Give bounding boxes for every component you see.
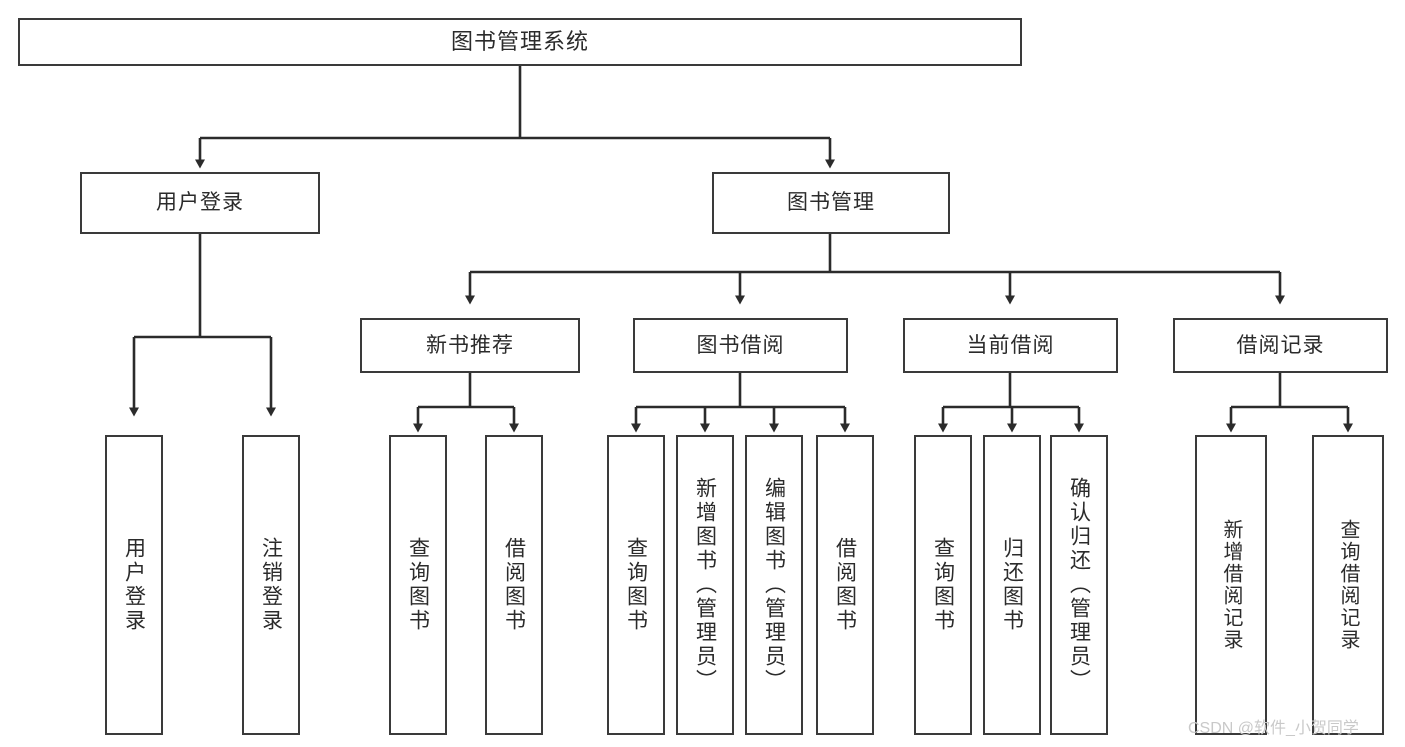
node-label: 借阅图书 <box>833 537 857 633</box>
node-book-management[interactable]: 图书管理 <box>712 172 950 234</box>
node-label: 新书推荐 <box>426 333 514 357</box>
leaf-borrow-add-book-admin[interactable]: 新增图书（管理员） <box>676 435 734 735</box>
node-borrow-records[interactable]: 借阅记录 <box>1173 318 1388 373</box>
leaf-user-login-signout[interactable]: 注销登录 <box>242 435 300 735</box>
node-label: 查询图书 <box>406 537 430 633</box>
node-label: 注销登录 <box>259 537 283 633</box>
leaf-current-query-book[interactable]: 查询图书 <box>914 435 972 735</box>
leaf-records-add-record[interactable]: 新增借阅记录 <box>1195 435 1267 735</box>
node-label: 借阅图书 <box>502 537 526 633</box>
node-label: 查询图书 <box>624 537 648 633</box>
node-new-book-recommend[interactable]: 新书推荐 <box>360 318 580 373</box>
node-label: 新增图书（管理员） <box>693 477 717 693</box>
leaf-records-query-record[interactable]: 查询借阅记录 <box>1312 435 1384 735</box>
node-label: 图书借阅 <box>696 333 785 357</box>
node-label: 编辑图书（管理员） <box>762 477 786 693</box>
node-current-borrow[interactable]: 当前借阅 <box>903 318 1118 373</box>
node-label: 当前借阅 <box>966 333 1055 357</box>
leaf-current-confirm-return-admin[interactable]: 确认归还（管理员） <box>1050 435 1108 735</box>
leaf-borrow-borrow-book[interactable]: 借阅图书 <box>816 435 874 735</box>
node-label: 新增借阅记录 <box>1220 519 1242 651</box>
leaf-user-login-signin[interactable]: 用户登录 <box>105 435 163 735</box>
node-label: 用户登录 <box>122 537 146 633</box>
leaf-new-book-borrow[interactable]: 借阅图书 <box>485 435 543 735</box>
leaf-borrow-query-book[interactable]: 查询图书 <box>607 435 665 735</box>
leaf-current-return-book[interactable]: 归还图书 <box>983 435 1041 735</box>
node-user-login[interactable]: 用户登录 <box>80 172 320 234</box>
node-label: 图书管理 <box>787 191 875 215</box>
leaf-borrow-edit-book-admin[interactable]: 编辑图书（管理员） <box>745 435 803 735</box>
node-label: 确认归还（管理员） <box>1067 477 1091 693</box>
node-label: 用户登录 <box>156 191 244 215</box>
leaf-new-book-query[interactable]: 查询图书 <box>389 435 447 735</box>
watermark-text: CSDN @软件_小贺同学 <box>1188 720 1359 737</box>
node-label: 查询借阅记录 <box>1337 519 1359 651</box>
node-label: 图书管理系统 <box>450 28 589 54</box>
node-book-borrow[interactable]: 图书借阅 <box>633 318 848 373</box>
node-label: 查询图书 <box>931 537 955 633</box>
node-label: 归还图书 <box>1000 537 1024 633</box>
node-root-system[interactable]: 图书管理系统 <box>18 18 1022 66</box>
node-label: 借阅记录 <box>1236 333 1325 357</box>
